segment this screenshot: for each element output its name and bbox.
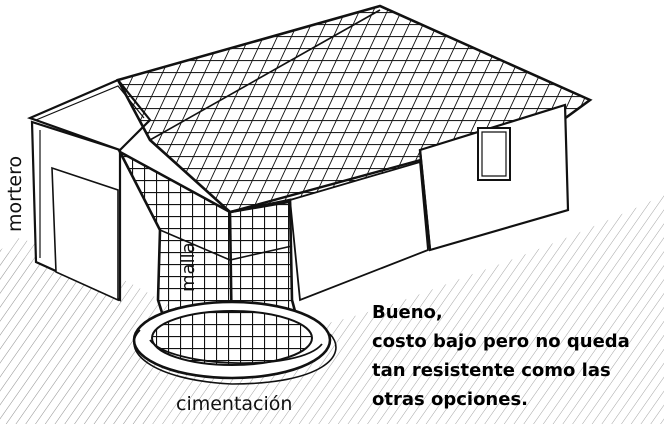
window: [477, 127, 511, 181]
caption: Bueno, costo bajo pero no queda tan resi…: [372, 298, 664, 414]
foundation: [132, 300, 337, 385]
caption-line-2: costo bajo pero no queda: [372, 331, 630, 352]
caption-line-1: Bueno,: [372, 302, 443, 323]
caption-line-4: otras opciones.: [372, 389, 529, 410]
middle-wall: [289, 160, 429, 302]
right-wall: [418, 103, 570, 252]
label-mortero: mortero: [4, 155, 26, 232]
label-cimentacion: cimentación: [176, 393, 293, 415]
left-wall: [30, 120, 122, 302]
label-malla: malla: [178, 242, 199, 292]
caption-line-3: tan resistente como las: [372, 360, 611, 381]
